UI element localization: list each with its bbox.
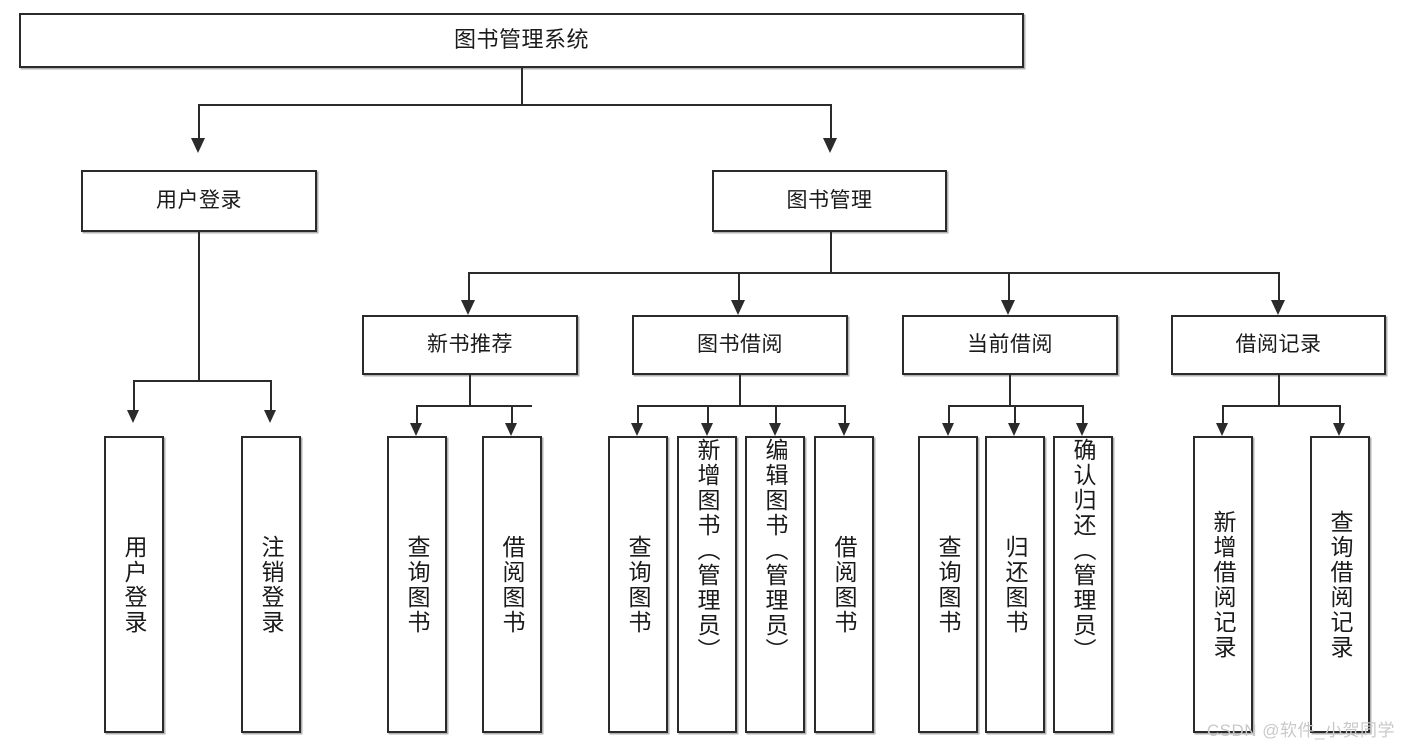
node-label: 借阅记录 [1235,333,1322,357]
node-new-book-recommend[interactable]: 新书推荐 [362,315,578,375]
node-label: 注销登录 [258,534,285,635]
connector-borrowrecord-trunk [1278,375,1280,407]
leaf-query-book-3[interactable]: 查询图书 [918,436,978,733]
connector-root-bus [198,104,832,106]
arrow-to-current-borrow [1001,300,1015,315]
arrow-to-leaf-confirm-return [1076,423,1088,436]
arrow-to-leaf-logout [264,410,276,423]
connector-currentborrow-leg-3 [1082,405,1084,425]
arrow-to-leaf-user-login [127,410,139,423]
node-label: 借阅图书 [499,534,526,635]
arrow-to-leaf-query-book-1 [410,423,422,436]
leaf-borrow-book-1[interactable]: 借阅图书 [482,436,542,733]
arrow-to-leaf-edit-book [769,423,781,436]
leaf-edit-book-admin[interactable]: 编辑图书（管理员） [745,436,805,733]
connector-root-leg-1 [198,104,200,140]
node-label: 查询图书 [404,534,431,635]
connector-borrowrecord-leg-1 [1222,405,1224,425]
arrow-to-leaf-add-record [1216,423,1228,436]
node-label: 归还图书 [1002,534,1029,635]
connector-root-trunk [521,68,523,104]
arrow-to-leaf-borrow-book-1 [505,423,517,436]
connector-bookborrow-leg-3 [775,405,777,425]
connector-currentborrow-leg-1 [948,405,950,425]
arrow-to-book-management [823,138,837,153]
arrow-to-leaf-return-book [1008,423,1020,436]
connector-root-leg-2 [830,104,832,140]
arrow-to-book-borrow [731,300,745,315]
node-label: 当前借阅 [967,333,1053,357]
node-label: 图书管理 [786,189,873,213]
node-current-borrow[interactable]: 当前借阅 [902,315,1118,375]
node-label: 新书推荐 [427,333,513,357]
node-label: 图书管理系统 [453,27,589,53]
connector-userlogin-leg-2 [270,380,272,412]
leaf-query-book-2[interactable]: 查询图书 [608,436,668,733]
arrow-to-borrow-record [1271,300,1285,315]
connector-borrowrecord-bus [1222,405,1340,407]
node-root-library-management-system[interactable]: 图书管理系统 [19,13,1024,68]
arrow-to-leaf-query-book-2 [631,423,643,436]
connector-bookborrow-leg-1 [637,405,639,425]
connector-bookborrow-trunk [739,375,741,407]
node-label: 图书借阅 [697,333,783,357]
connector-newbook-bus [416,405,532,407]
arrow-to-leaf-borrow-book-2 [838,423,850,436]
node-label: 确认归还（管理员） [1070,438,1097,663]
arrow-to-user-login [191,138,205,153]
leaf-user-login[interactable]: 用户登录 [104,436,164,733]
connector-currentborrow-leg-2 [1014,405,1016,425]
csdn-watermark: CSDN @软件_小贺同学 [1206,721,1395,740]
connector-newbook-leg-2 [511,405,513,425]
connector-bookborrow-bus [637,405,845,407]
node-label: 借阅图书 [831,534,858,635]
connector-userlogin-trunk [198,232,200,382]
leaf-query-book-1[interactable]: 查询图书 [387,436,447,733]
connector-currentborrow-trunk [1009,375,1011,407]
connector-bookborrow-leg-2 [707,405,709,425]
connector-bookmgmt-trunk [830,232,832,274]
node-label: 用户登录 [121,534,148,635]
node-label: 查询借阅记录 [1327,509,1354,660]
connector-userlogin-leg-1 [133,380,135,412]
leaf-add-book-admin[interactable]: 新增图书（管理员） [677,436,737,733]
leaf-borrow-book-2[interactable]: 借阅图书 [814,436,874,733]
connector-bookmgmt-bus [468,272,1280,274]
arrow-to-new-book-recommend [461,300,475,315]
leaf-return-book[interactable]: 归还图书 [985,436,1045,733]
node-label: 查询图书 [935,534,962,635]
node-label: 新增借阅记录 [1210,509,1237,660]
leaf-logout[interactable]: 注销登录 [241,436,301,733]
connector-newbook-trunk [469,375,471,407]
arrow-to-leaf-add-book [701,423,713,436]
node-label: 查询图书 [625,534,652,635]
connector-bookmgmt-leg-2 [738,272,740,302]
node-borrow-record[interactable]: 借阅记录 [1171,315,1386,375]
node-label: 编辑图书（管理员） [762,438,789,663]
node-label: 新增图书（管理员） [694,438,721,663]
node-user-login[interactable]: 用户登录 [81,170,317,232]
connector-borrowrecord-leg-2 [1339,405,1341,425]
connector-newbook-leg-1 [416,405,418,425]
arrow-to-leaf-query-book-3 [942,423,954,436]
leaf-query-borrow-record[interactable]: 查询借阅记录 [1310,436,1370,733]
node-book-borrow[interactable]: 图书借阅 [632,315,848,375]
leaf-add-borrow-record[interactable]: 新增借阅记录 [1193,436,1253,733]
connector-bookmgmt-leg-1 [468,272,470,302]
node-book-management[interactable]: 图书管理 [712,170,947,232]
connector-userlogin-bus [133,380,272,382]
connector-bookmgmt-leg-4 [1278,272,1280,302]
leaf-confirm-return-admin[interactable]: 确认归还（管理员） [1053,436,1113,733]
connector-bookmgmt-leg-3 [1008,272,1010,302]
node-label: 用户登录 [156,189,242,213]
connector-bookborrow-leg-4 [844,405,846,425]
arrow-to-leaf-query-record [1333,423,1345,436]
